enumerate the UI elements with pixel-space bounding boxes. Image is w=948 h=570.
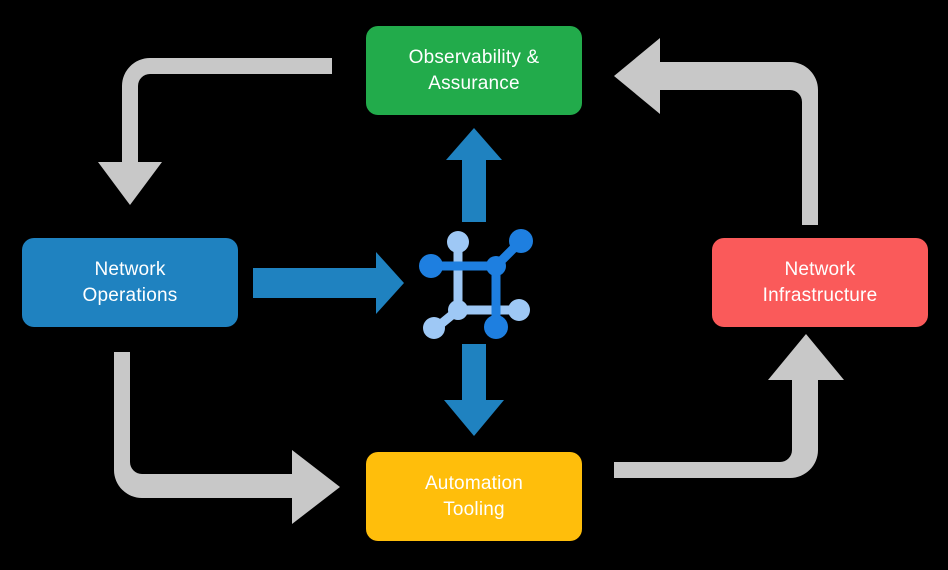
arrow-center-to-observability xyxy=(446,128,502,222)
arrow-observability-to-network-operations xyxy=(98,58,332,205)
node-box-automation-tooling[interactable]: Automation Tooling xyxy=(366,452,582,541)
node-label-observability: Observability & Assurance xyxy=(408,46,540,94)
node-box-network-operations[interactable]: Network Operations xyxy=(22,238,238,327)
network-topology-icon xyxy=(419,229,533,339)
node-label-network-infrastructure: Network Infrastructure xyxy=(762,258,878,306)
node-box-observability[interactable]: Observability & Assurance xyxy=(366,26,582,115)
arrow-network-infrastructure-to-observability xyxy=(614,38,818,225)
arrow-network-operations-to-automation-tooling xyxy=(114,352,340,524)
node-label-network-operations: Network Operations xyxy=(82,258,178,306)
node-box-network-infrastructure[interactable]: Network Infrastructure xyxy=(712,238,928,327)
arrow-network-operations-to-center xyxy=(253,252,404,314)
arrow-automation-tooling-to-network-infrastructure xyxy=(614,334,844,478)
arrow-center-to-automation-tooling xyxy=(444,344,504,436)
node-label-automation-tooling: Automation Tooling xyxy=(424,472,524,520)
